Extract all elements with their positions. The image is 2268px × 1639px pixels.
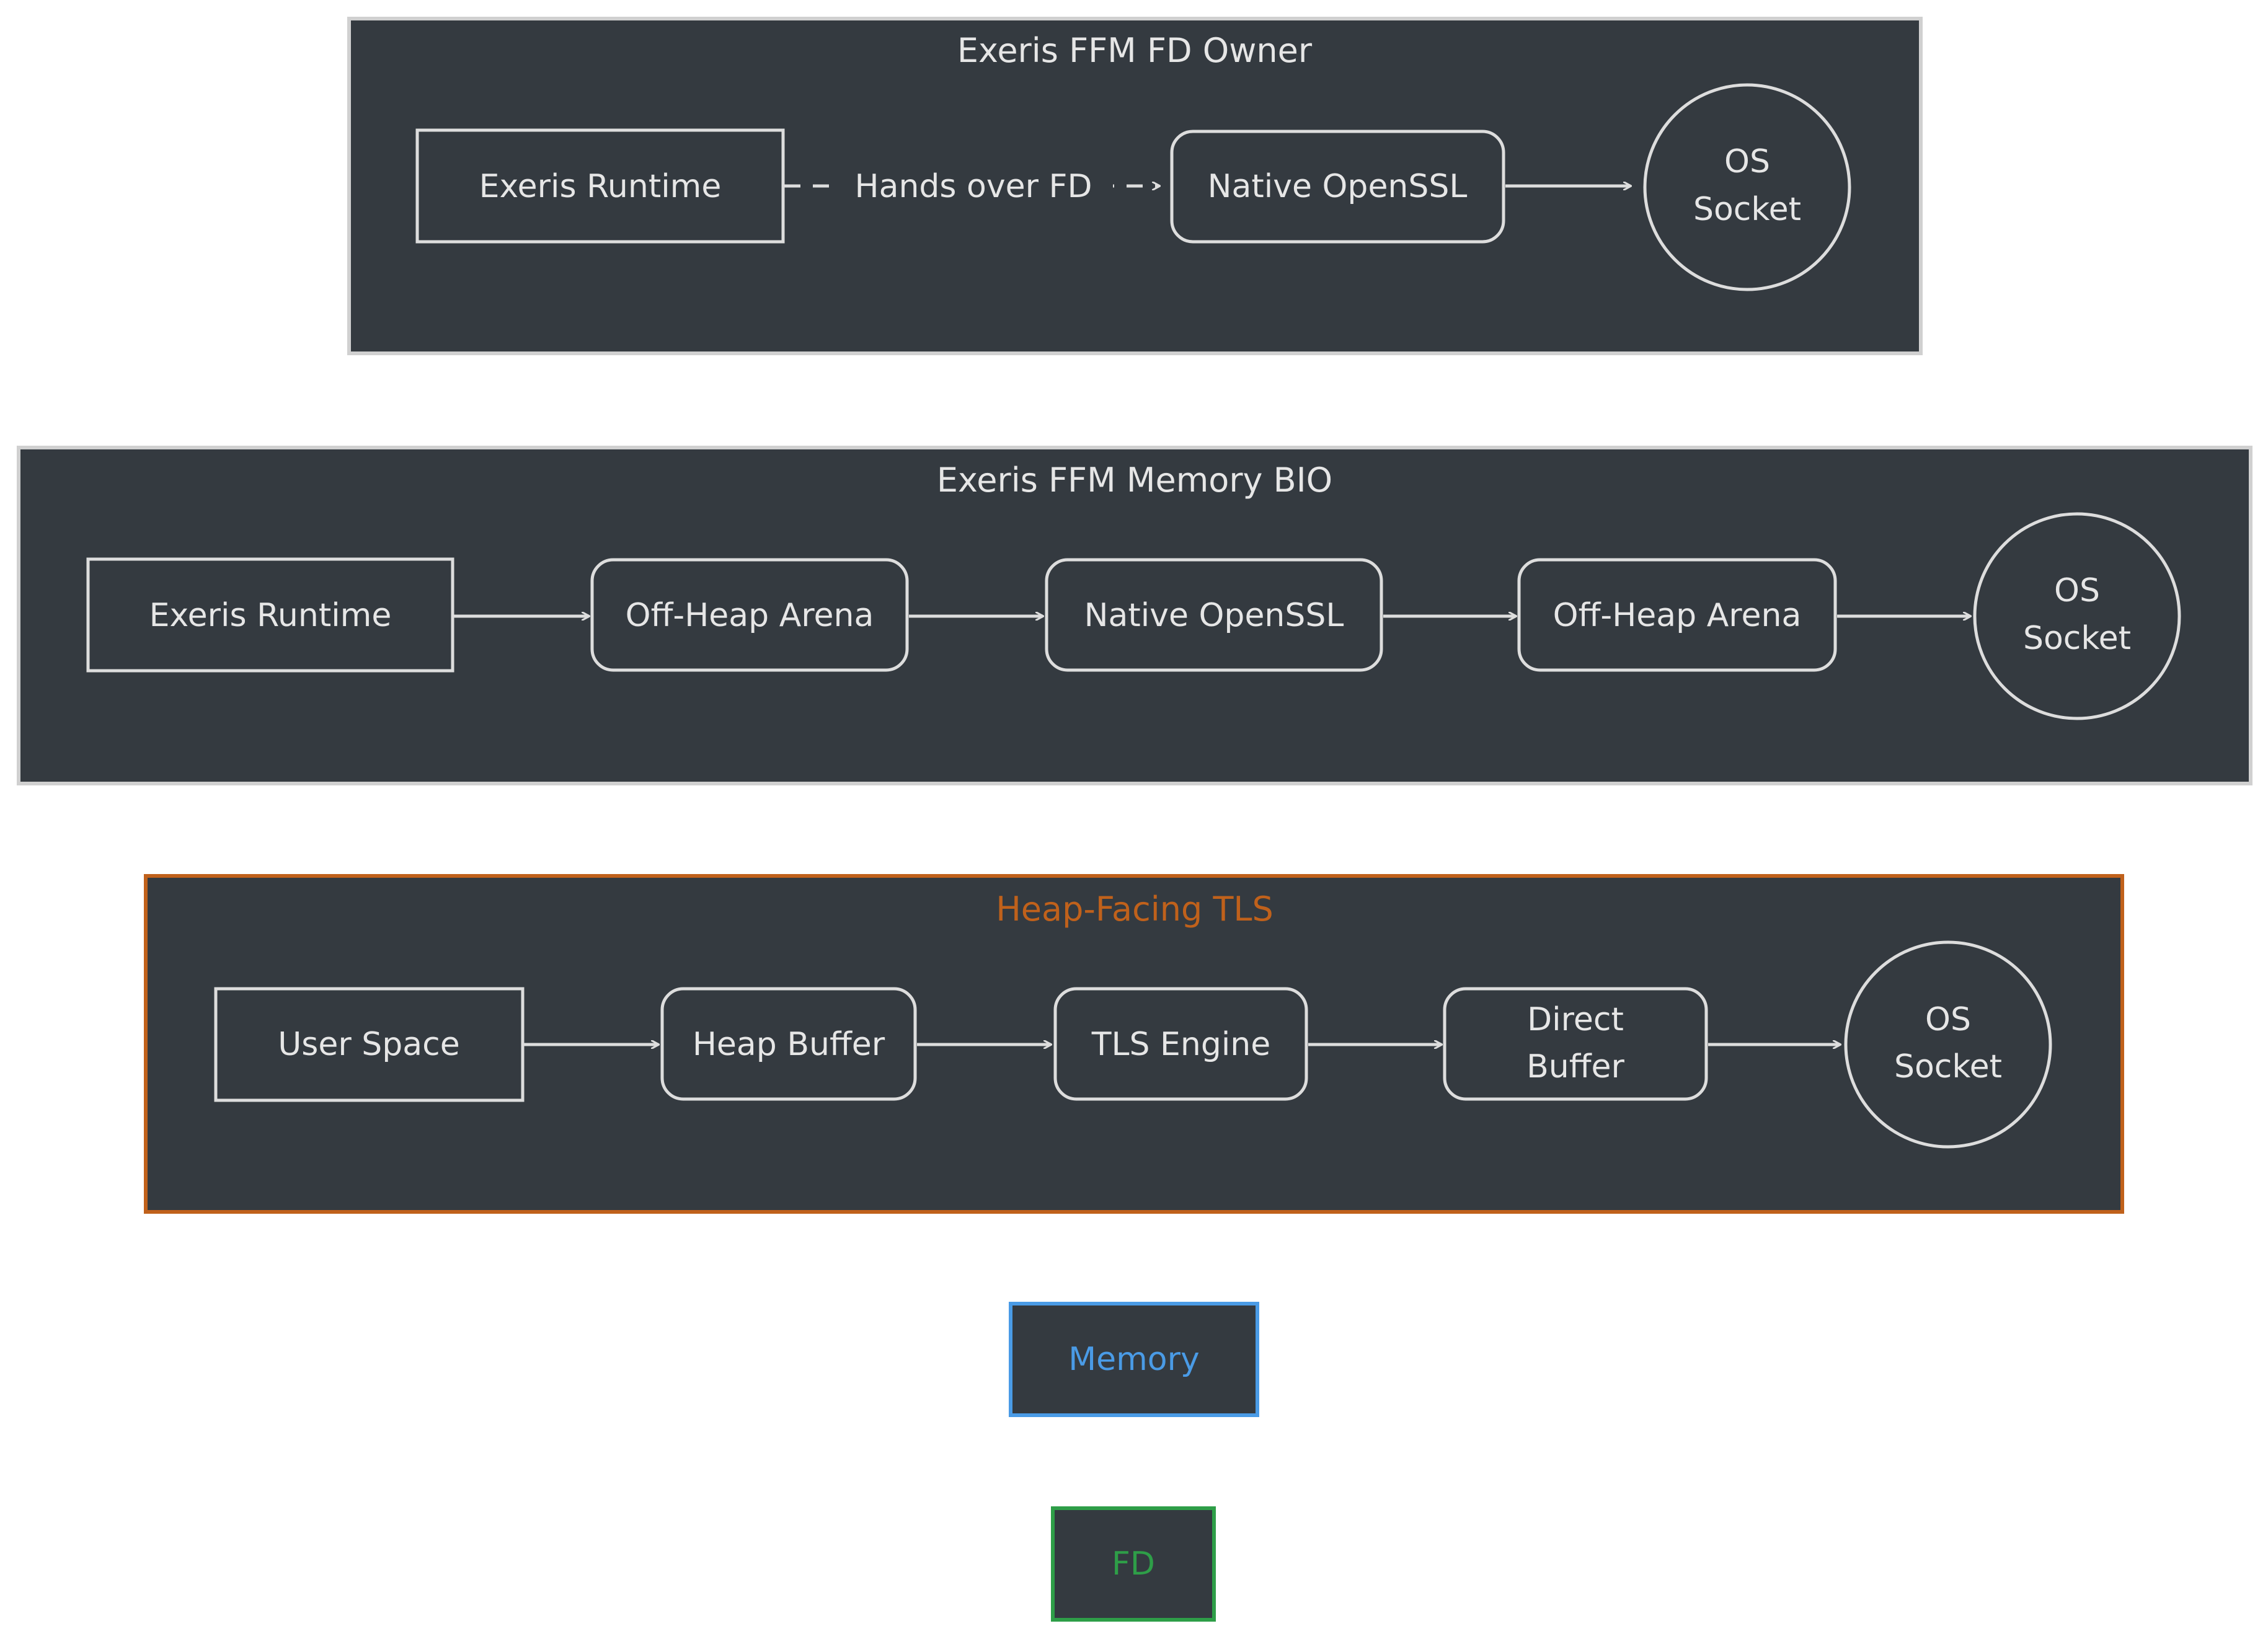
panel-fd-owner: Exeris FFM FD Owner Exeris Runtime Hands… bbox=[347, 17, 1923, 355]
node-off-heap-arena-a-label: Off-Heap Arena bbox=[626, 597, 874, 634]
node-native-openssl bbox=[1170, 130, 1505, 244]
node-os-socket-2-label-2: Socket bbox=[2023, 620, 2131, 657]
panel-heap-tls: Heap-Facing TLS User Space Heap Buffer T… bbox=[144, 874, 2124, 1214]
node-os-socket-3-label-2: Socket bbox=[1894, 1048, 2002, 1085]
node-user-space bbox=[214, 987, 525, 1102]
legend-memory-label: Memory bbox=[1068, 1341, 1199, 1378]
panel-memory-bio-title: Exeris FFM Memory BIO bbox=[937, 461, 1332, 500]
node-os-socket-3 bbox=[1844, 940, 2052, 1149]
edge-hands-over-fd-label: Hands over FD bbox=[855, 168, 1092, 205]
node-tls-engine bbox=[1053, 987, 1308, 1101]
node-off-heap-arena-b bbox=[1517, 558, 1837, 672]
legend-fd-box bbox=[1051, 1506, 1216, 1622]
node-user-space-label: User Space bbox=[278, 1026, 460, 1063]
node-os-socket bbox=[1643, 83, 1851, 291]
node-heap-buffer-label: Heap Buffer bbox=[693, 1026, 885, 1063]
node-off-heap-arena-b-label: Off-Heap Arena bbox=[1553, 597, 1802, 634]
panel-heap-tls-title: Heap-Facing TLS bbox=[996, 890, 1274, 929]
legend-fd-label: FD bbox=[1112, 1545, 1155, 1583]
legend: Memory FD bbox=[1009, 1302, 1259, 1622]
node-native-openssl-2 bbox=[1045, 558, 1383, 672]
node-os-socket-2-label-1: OS bbox=[2054, 572, 2100, 609]
panel-memory-bio: Exeris FFM Memory BIO Exeris Runtime Off… bbox=[17, 446, 2252, 785]
node-native-openssl-label: Native OpenSSL bbox=[1208, 168, 1468, 205]
node-exeris-runtime-2 bbox=[86, 557, 454, 673]
node-os-socket-label-1: OS bbox=[1724, 143, 1770, 180]
legend-memory-box bbox=[1009, 1302, 1259, 1417]
node-os-socket-3-label-1: OS bbox=[1925, 1001, 1971, 1038]
node-exeris-runtime-label: Exeris Runtime bbox=[479, 168, 722, 205]
node-native-openssl-2-label: Native OpenSSL bbox=[1084, 597, 1344, 634]
node-os-socket-2 bbox=[1973, 512, 2181, 720]
edge-label-bg bbox=[834, 158, 1113, 211]
node-direct-buffer bbox=[1443, 987, 1708, 1101]
panel-fd-owner-title: Exeris FFM FD Owner bbox=[957, 31, 1313, 70]
node-direct-buffer-label-2: Buffer bbox=[1526, 1048, 1624, 1085]
node-os-socket-label-2: Socket bbox=[1693, 191, 1801, 228]
node-exeris-runtime-2-label: Exeris Runtime bbox=[149, 597, 392, 634]
node-direct-buffer-label-1: Direct bbox=[1527, 1001, 1624, 1038]
node-off-heap-arena-a bbox=[590, 558, 909, 672]
node-heap-buffer bbox=[660, 987, 917, 1101]
node-tls-engine-label: TLS Engine bbox=[1091, 1026, 1271, 1063]
node-exeris-runtime bbox=[415, 128, 785, 244]
